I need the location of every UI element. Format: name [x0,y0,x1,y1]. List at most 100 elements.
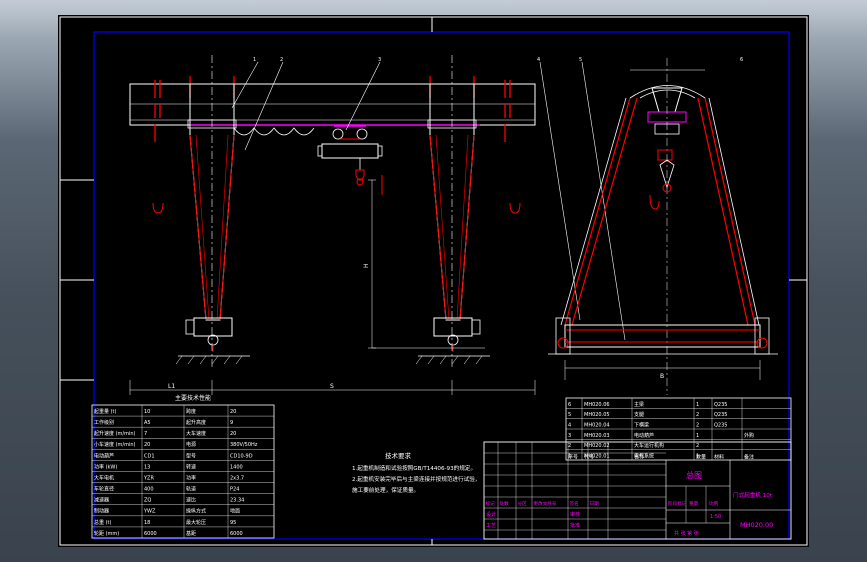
tech-title: 技术要求 [385,451,412,460]
electric-hoist [317,125,383,186]
param-cell: 功率 [186,474,196,481]
stage-label-1: 阶段标记 [668,500,687,507]
part-cell: 2 [696,422,699,428]
param-cell: ZQ [144,498,151,504]
revision-header: 处数 [500,500,510,507]
param-cell: CD1 [144,453,155,459]
part-cell: 2 [696,412,699,418]
param-cell: 7 [144,431,147,437]
part-cell: 电气系统 [634,452,654,459]
part-cell: 2 [568,443,571,449]
cable-festoon [233,127,315,136]
balloon-5: 5 [579,57,582,63]
param-cell: 400 [144,487,154,493]
param-cell: 轮距 (mm) [94,530,119,537]
param-cell: 13 [144,464,150,470]
param-cell: 小车速度 (m/min) [94,441,136,448]
part-cell: 主梁 [634,401,644,408]
lower-beam [564,324,761,348]
param-cell: P24 [230,487,239,493]
param-cell: 18 [144,520,150,526]
right-leg [427,83,481,352]
part-cell: Q235 [714,422,727,428]
left-leg [185,83,237,352]
part-cell: 1 [696,453,699,459]
revision-header: 分区 [518,500,528,507]
part-header: 材料 [714,454,724,461]
part-header: 数量 [696,454,706,461]
param-cell: CD10-9D [230,453,253,459]
param-cell: 最大轮压 [186,519,206,526]
param-cell: 基距 [186,530,196,537]
part-header: 备注 [744,454,754,461]
param-cell: 总重 (t) [94,519,112,526]
param-cell: 23.34 [230,498,244,504]
param-cell: 型号 [186,452,196,459]
balloon-4: 4 [537,57,540,63]
inner-frame [93,31,790,540]
title-product: 门式起重机 10t [733,491,773,499]
balloon-2: 2 [280,57,283,63]
param-cell: 20 [144,442,150,448]
param-cell: 20 [230,431,236,437]
param-cell: 减速器 [94,497,109,504]
part-cell: Q235 [714,402,727,408]
sheet-background [58,15,809,547]
dim-hook-height: H [363,263,370,268]
param-cell: 制动器 [94,508,109,515]
balloon-1: 1 [253,57,256,63]
param-cell: 6000 [230,531,243,537]
param-cell: 1400 [230,464,243,470]
part-cell: Q235 [714,412,727,418]
stage-label-3: 比例 [709,500,719,507]
param-cell: A5 [144,420,151,426]
part-cell: 3 [568,433,571,439]
part-cell: 2 [696,443,699,449]
signature-label: 工艺 [486,523,496,529]
tech-line-1: 1.起重机制造和试验按照GB/T14406-93的规定。 [352,464,476,472]
signature-label: 批准 [570,522,580,529]
param-cell: 380V/50Hz [230,442,258,448]
stage-label-2: 重量 [689,500,699,507]
part-cell: MH020.02 [584,443,610,449]
balloon-labels: 1 2 3 4 5 [253,57,582,63]
part-cell: 6 [568,402,571,408]
part-cell: 1 [696,433,699,439]
param-cell: 2x3.7 [230,475,244,481]
balloon-6: 6 [740,57,743,63]
part-cell: 大车运行机构 [634,442,664,449]
part-cell: 1 [568,453,571,459]
part-header: 代号 [584,454,594,461]
dim-span: S [330,383,334,390]
part-cell: 支腿 [634,411,644,418]
part-cell: MH020.01 [584,453,610,459]
front-view: H S L1 1 2 3 4 5 [129,55,626,395]
params-title: 主要技术性能 [175,394,211,402]
param-cell: 电动葫芦 [94,452,114,459]
param-cell: 起升速度 (m/min) [94,430,136,437]
part-cell: MH020.06 [584,402,610,408]
param-cell: 转速 [186,463,196,470]
centering-marks [60,17,807,545]
param-cell: 操纵方式 [186,508,206,515]
param-cell: 车轮直径 [94,486,114,493]
dim-side-width: B [660,373,664,380]
part-cell: 5 [568,412,571,418]
drawing-number: MH020.00 [740,521,773,529]
revision-header: 签名 [570,500,579,507]
param-cell: 9 [230,420,233,426]
param-cell: 大车电机 [94,474,114,481]
part-cell: MH020.04 [584,422,610,428]
part-cell: 电动葫芦 [634,432,654,439]
param-cell: 大车速度 [186,430,206,437]
outer-border [59,16,808,546]
param-cell: 起重量 (t) [94,408,117,415]
param-cell: 95 [230,520,236,526]
tech-requirements: 技术要求 1.起重机制造和试验按照GB/T14406-93的规定。 2.起重机安… [352,451,480,494]
sheet-label: 共 张 第 张 [674,530,699,537]
ground-line [175,355,490,365]
